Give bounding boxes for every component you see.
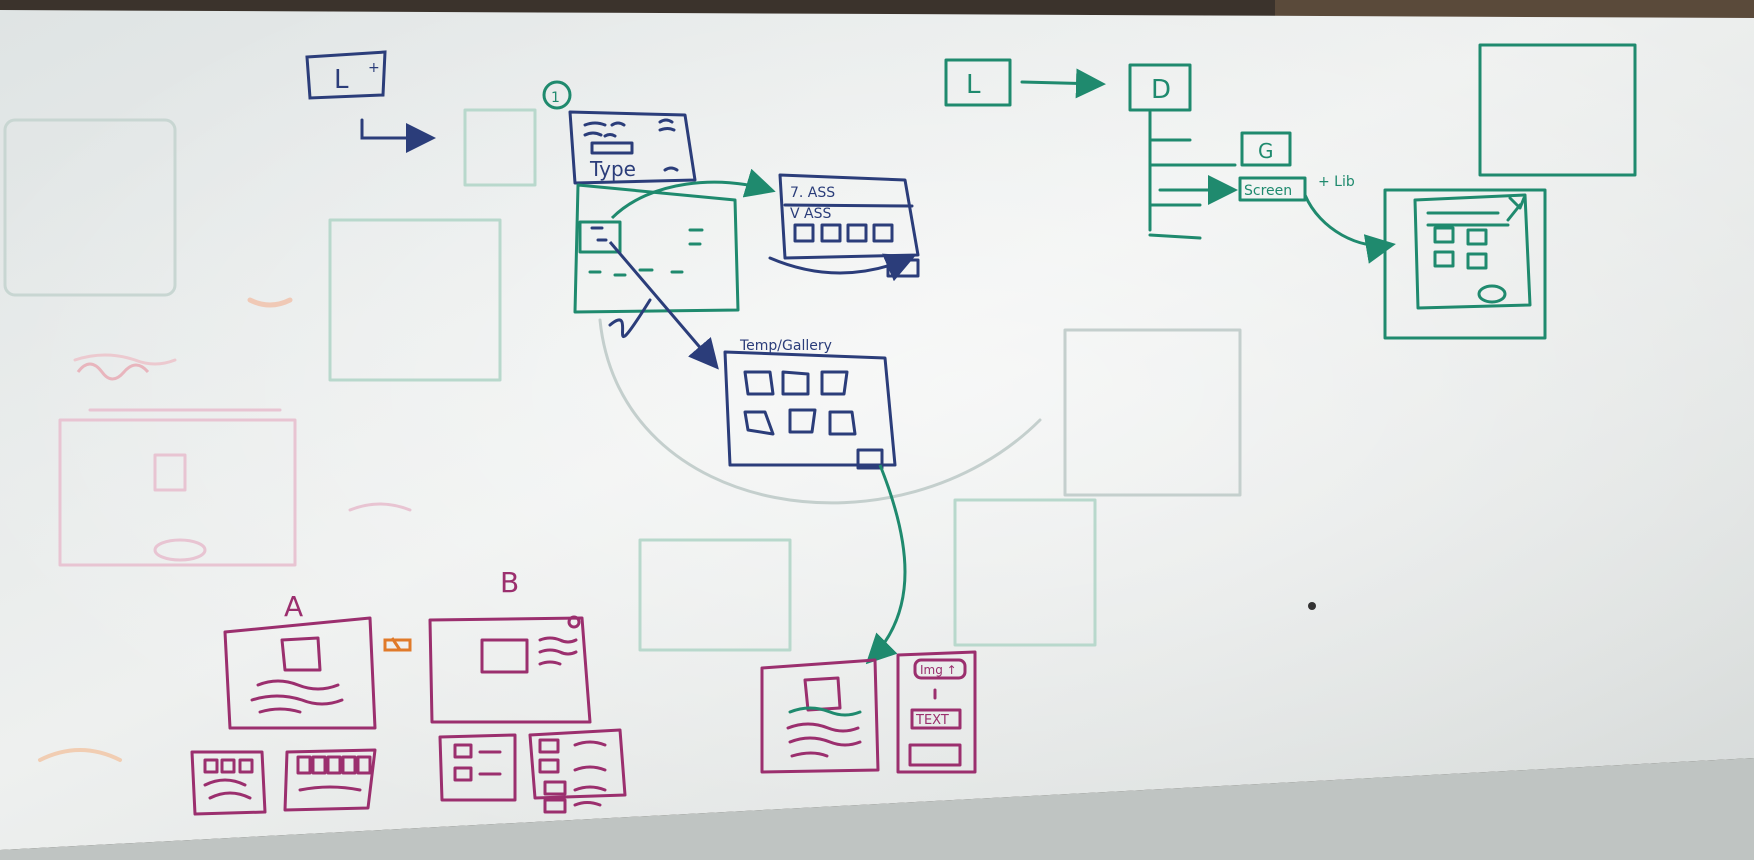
board-bottom-ledge	[0, 758, 1754, 860]
gallery-title: Temp/Gallery	[739, 338, 832, 354]
left-l-sketch	[305, 50, 436, 153]
right-d-label: D	[1151, 75, 1171, 105]
right-flow-sketch	[944, 43, 1637, 340]
orange-connector	[383, 637, 412, 652]
form-to-assets-arrow	[610, 168, 776, 220]
right-l-label: L	[966, 70, 981, 100]
form-type-label: Type	[589, 157, 636, 181]
sketch-b-label: B	[500, 566, 519, 599]
right-g-label: G	[1258, 139, 1274, 163]
sketch-a-label: A	[284, 590, 303, 623]
step-number: 1	[551, 90, 560, 106]
gallery-sketch	[608, 298, 897, 470]
left-l-label: L	[334, 65, 349, 95]
form-to-gallery-arrow	[608, 241, 719, 370]
assets-line-2: V ASS	[790, 206, 831, 222]
image-text-panels	[760, 650, 977, 774]
marker-speck	[1308, 602, 1316, 610]
assets-panel-sketch	[768, 173, 920, 282]
ghost-sketches	[3, 108, 1242, 762]
right-screen-label: Screen	[1244, 183, 1292, 199]
gallery-to-panel-arrow	[865, 464, 907, 665]
panel-text-button: TEXT	[915, 713, 949, 728]
plus-mark: +	[368, 60, 380, 76]
panel-img-tag: Img ↑	[920, 663, 957, 677]
form-screen-sketch	[542, 80, 740, 314]
frame-top-right	[1275, 0, 1754, 20]
ghost-pink-word	[76, 362, 150, 381]
layout-sketches	[190, 615, 627, 816]
assets-line-1: 7. ASS	[790, 185, 835, 201]
right-lib-label: + Lib	[1318, 174, 1355, 190]
